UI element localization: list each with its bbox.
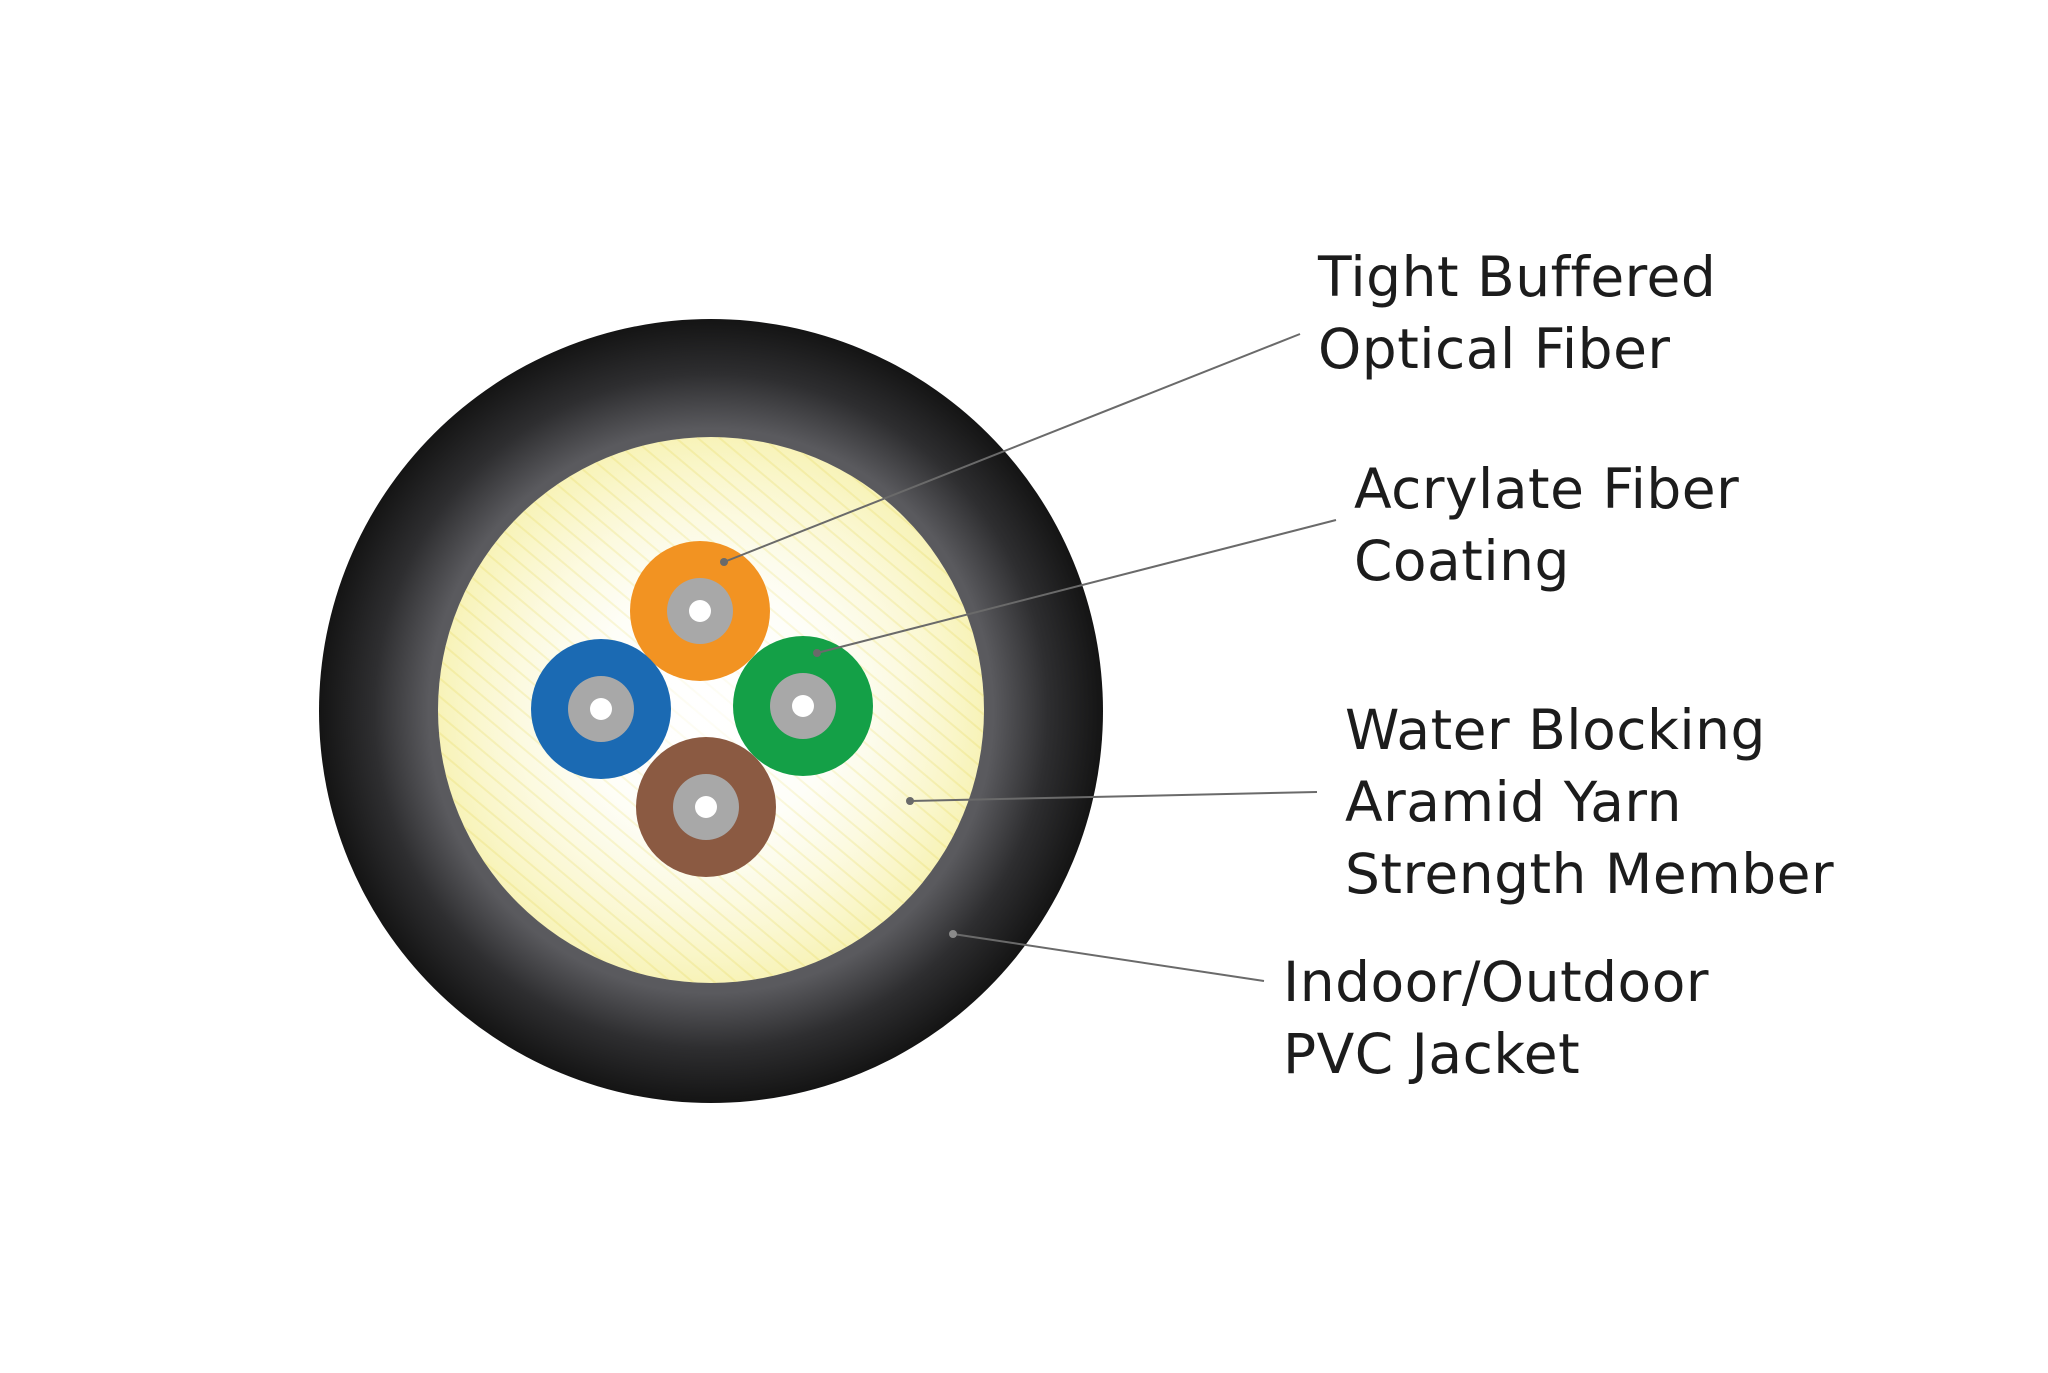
fiber-brown [636,737,776,877]
leader-line-acrylate [813,519,1337,657]
label-line: Strength Member [1345,842,1835,906]
label-line: Tight Buffered [1318,245,1717,309]
fiber-blue [531,639,671,779]
aramid-yarn-strength-member [438,437,984,983]
label-water-blocking-aramid-yarn: Water Blocking Aramid Yarn Strength Memb… [1345,694,1834,910]
leader-line-tight-buffered [720,333,1301,566]
fiber-green [733,636,873,776]
fiber-orange [630,541,770,681]
label-line: Indoor/Outdoor [1283,950,1709,1014]
leader-line-water-blocking [906,791,1318,805]
label-line: PVC Jacket [1283,1022,1581,1086]
label-line: Aramid Yarn [1345,770,1682,834]
label-tight-buffered-optical-fiber: Tight Buffered Optical Fiber [1318,241,1716,385]
leader-line-jacket [949,930,1265,982]
label-indoor-outdoor-pvc-jacket: Indoor/Outdoor PVC Jacket [1283,946,1709,1090]
label-line: Water Blocking [1345,698,1766,762]
label-line: Optical Fiber [1318,317,1671,381]
label-line: Coating [1354,529,1570,593]
label-line: Acrylate Fiber [1354,457,1740,521]
label-acrylate-fiber-coating: Acrylate Fiber Coating [1354,453,1739,597]
